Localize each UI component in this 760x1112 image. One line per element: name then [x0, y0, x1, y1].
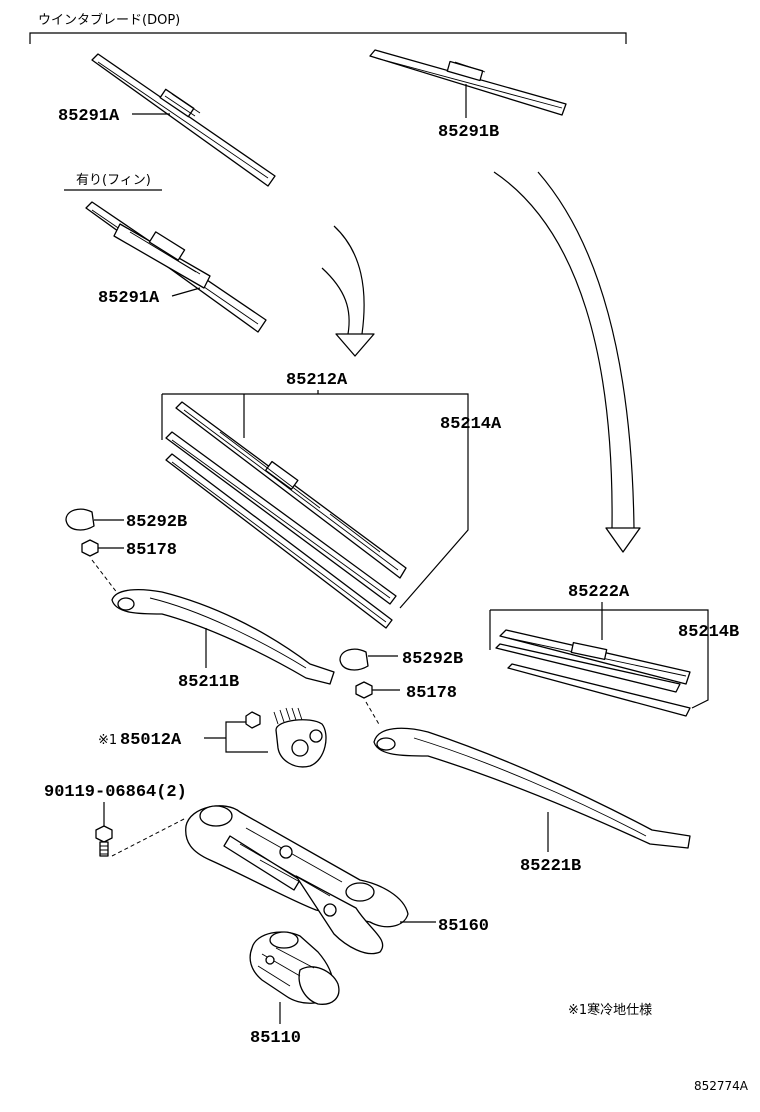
- label-85291a-fin: 85291A: [98, 289, 160, 308]
- spring-set-85012a: [245, 707, 327, 768]
- wiper-arm-85211b: [111, 588, 335, 685]
- label-85212a: 85212A: [286, 371, 348, 390]
- wiper-arm-85221b: [373, 727, 691, 849]
- label-85214a: 85214A: [440, 415, 502, 434]
- wiper-blade-85222a: [499, 629, 691, 685]
- label-90119: 90119-06864(2): [44, 783, 187, 802]
- label-85291a-top: 85291A: [58, 107, 120, 126]
- label-85178-left: 85178: [126, 541, 177, 560]
- bolt-90119: [95, 825, 113, 857]
- dash-85178-right: [365, 701, 381, 727]
- arrow-right: [493, 171, 641, 553]
- dash-90119: [111, 817, 187, 857]
- leader-85012a: [204, 721, 268, 753]
- label-85211b: 85211B: [178, 673, 239, 692]
- dash-85178-left: [91, 559, 119, 595]
- leader-85214b: [691, 648, 709, 709]
- rubber-refill-85214b: [495, 643, 691, 717]
- bracket-85212a: [162, 393, 469, 609]
- label-85292b-left: 85292B: [126, 513, 187, 532]
- bracket-85222a: [490, 609, 709, 648]
- winter-blade-header: ウインタブレード(DOP): [38, 12, 180, 28]
- winter-blade-85291b: [369, 49, 567, 116]
- label-85110: 85110: [250, 1029, 301, 1048]
- cap-85292b-right: [339, 648, 369, 671]
- label-85214b: 85214B: [678, 623, 739, 642]
- fin-blade-85291a: [85, 201, 267, 333]
- label-85221b: 85221B: [520, 857, 581, 876]
- wiper-motor-85110: [249, 931, 340, 1005]
- leader-85291a-fin: [171, 287, 201, 297]
- winter-blade-bracket: [29, 32, 627, 44]
- label-85291b: 85291B: [438, 123, 499, 142]
- diagram-code: 852774A: [694, 1079, 749, 1093]
- footnote-cold-region: ※1寒冷地仕様: [568, 1002, 652, 1018]
- winter-blade-85291a-top: [91, 53, 276, 187]
- with-fin-header: 有り(フィン): [76, 173, 151, 188]
- label-85178-right: 85178: [406, 684, 457, 703]
- arrow-left: [321, 225, 375, 357]
- mark-85012a: ※1: [98, 733, 117, 748]
- wiper-link-85160: [185, 805, 409, 955]
- wiper-blade-85212a: [175, 401, 407, 579]
- nut-85178-left: [81, 539, 99, 557]
- label-85222a: 85222A: [568, 583, 630, 602]
- rubber-refill-85214a: [165, 431, 397, 629]
- label-85160: 85160: [438, 917, 489, 936]
- cap-85292b-left: [65, 508, 95, 531]
- nut-85178-right: [355, 681, 373, 699]
- label-85292b-right: 85292B: [402, 650, 463, 669]
- label-85012a: 85012A: [120, 731, 182, 750]
